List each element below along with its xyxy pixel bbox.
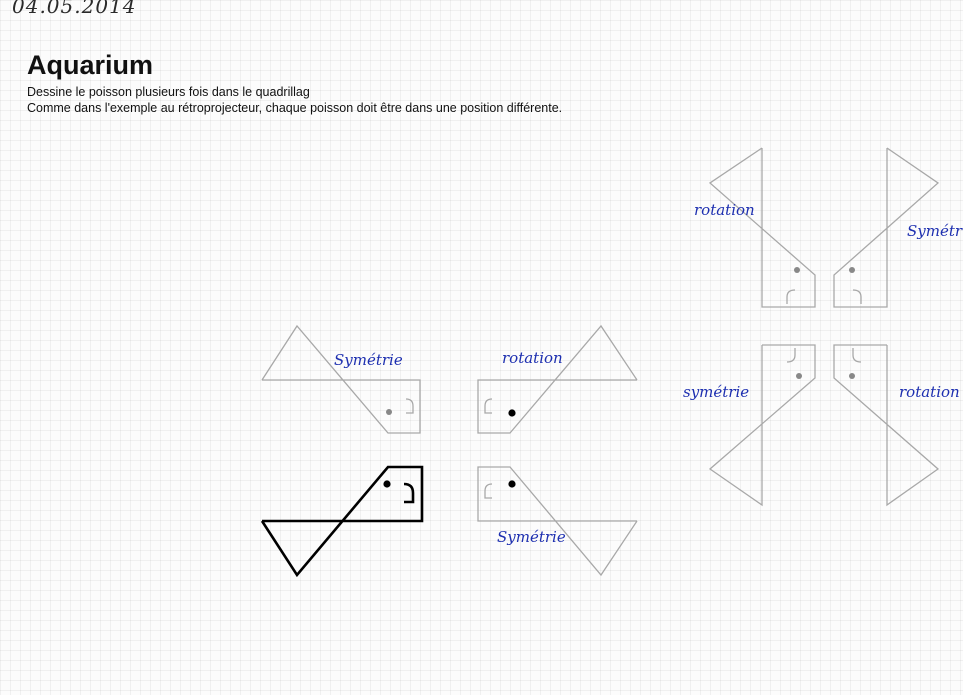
instruction-line-2: Comme dans l'exemple au rétroprojecteur,…: [27, 101, 563, 115]
fish-rotation-right-top: [708, 147, 816, 308]
fish-symmetry-bottom-middle: [477, 466, 638, 577]
fish-rotation-right-bottom: [833, 344, 940, 507]
fish-rotation-top-middle: [477, 324, 638, 434]
label-symetrie-1: Symétrie: [334, 351, 403, 369]
label-symetrie-3: Symétr: [907, 222, 963, 240]
fish-symmetry-top-left: [261, 324, 421, 434]
label-rotation-1: rotation: [502, 349, 563, 367]
instruction-line-1: Dessine le poisson plusieurs fois dans l…: [27, 85, 310, 99]
fish-symmetry-right-bottom: [708, 344, 816, 507]
model-fish: [260, 465, 424, 578]
label-rotation-2: rotation: [694, 201, 755, 219]
label-symetrie-2: Symétrie: [497, 528, 566, 546]
fish-symmetry-right-top: [833, 147, 940, 308]
date-stamp: 04.05.2014: [12, 0, 137, 18]
label-symetrie-4: symétrie: [683, 383, 749, 401]
worksheet-title: Aquarium: [27, 50, 154, 80]
label-rotation-3: rotation: [899, 383, 960, 401]
